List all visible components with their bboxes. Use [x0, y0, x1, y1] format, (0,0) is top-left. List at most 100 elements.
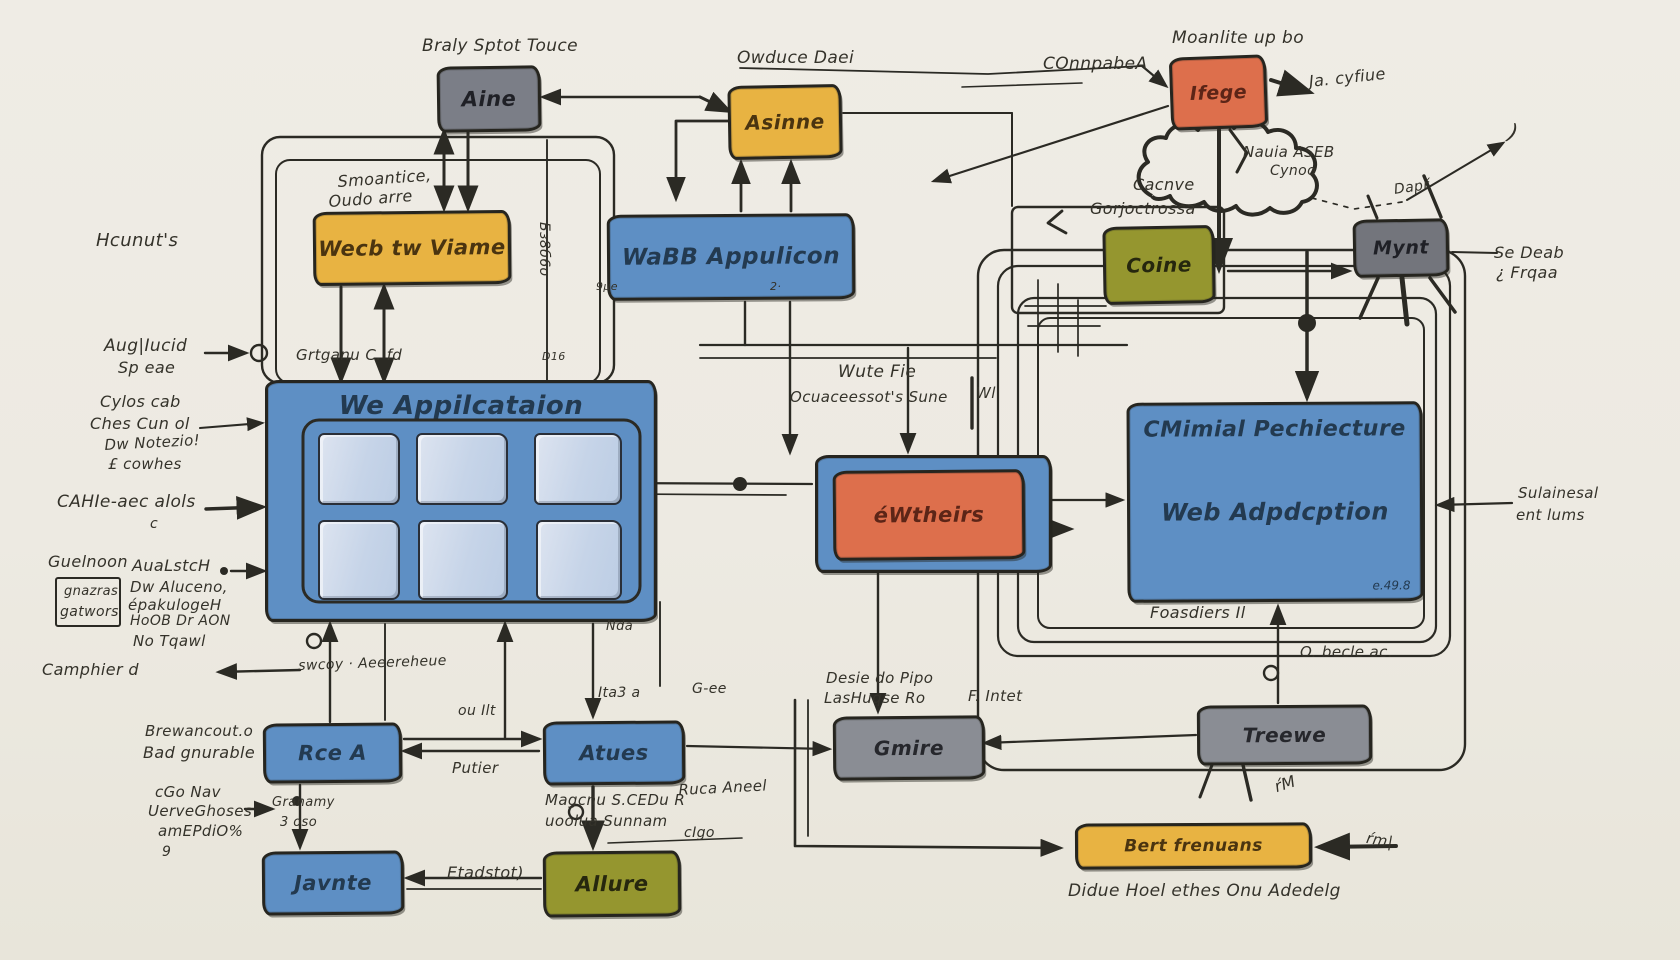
annotation-56: G-ee: [692, 681, 727, 697]
node-label-web-to-viame: Wecb tw Viame: [318, 235, 506, 261]
connector-59: [1241, 763, 1253, 802]
node-treewe: Treewe: [1196, 704, 1373, 766]
sketch-frame-8: [55, 577, 121, 627]
connector-15: [1269, 69, 1315, 97]
node-label2-chiminal: Web Adpdcption: [1161, 497, 1390, 527]
annotation-13: gnazras: [64, 584, 119, 599]
annotation-69: 2·: [770, 280, 782, 293]
connector-57: [1314, 832, 1398, 861]
annotation-6: Cylos cab: [100, 392, 181, 411]
annotation-23: cGo Nav: [155, 783, 221, 801]
connector-5: [698, 91, 734, 113]
annotation-35: Cynoo: [1270, 163, 1317, 179]
connector-19: [1399, 275, 1410, 327]
connector-14: [961, 82, 1083, 88]
knot-dot-0: [733, 477, 747, 491]
node-aine: Aine: [436, 65, 542, 133]
annotation-28: Бз8б6о: [536, 222, 552, 277]
connector-24: [1434, 496, 1514, 513]
module-cube-0: [318, 433, 400, 505]
annotation-45: ent lums: [1516, 506, 1585, 524]
annotation-52: ou Ilt: [458, 703, 496, 719]
node-web-to-viame: Wecb tw Viame: [312, 209, 512, 287]
node-label-we-application: We Appilcataion: [338, 391, 584, 421]
connector-37: [199, 417, 265, 432]
annotation-21: Brewancout.o: [145, 722, 254, 740]
connector-40: [215, 663, 302, 680]
annotation-49: LasHuqse Ro: [824, 689, 926, 707]
connector-72: [1311, 197, 1403, 210]
annotation-57: Granamy: [272, 795, 335, 810]
annotation-47: O. becle ac.: [1300, 643, 1393, 661]
annotation-27: Grtganu C. fd: [296, 346, 403, 364]
annotation-48: Desie do Pipo: [826, 669, 934, 687]
connector-12: [739, 65, 1143, 75]
connector-20: [1428, 276, 1457, 314]
annotation-53: Putier: [452, 759, 499, 777]
annotation-29: D16: [542, 350, 566, 363]
annotation-41: Wute Fie: [838, 362, 917, 382]
connector-61: [685, 740, 833, 757]
connector-70: [1046, 209, 1068, 235]
knot-dot-2: [292, 796, 302, 806]
annotation-51: Nda: [606, 619, 634, 634]
node-label-ewtheirs: éWtheirs: [873, 502, 985, 528]
node-gmire: Gmire: [832, 715, 986, 781]
annotation-37: Cacnve: [1133, 175, 1195, 194]
annotation-25: amEPdiO%: [158, 822, 244, 840]
node-javnte: Javnte: [261, 850, 405, 916]
annotation-14: gatwors: [60, 604, 119, 620]
annotation-40: ¿ Frqaa: [1496, 263, 1558, 282]
node-label-bert-frenuans: Bert frenuans: [1124, 835, 1263, 857]
annotation-30: Owduce Daei: [737, 48, 855, 68]
annotation-34: Nauia ASEB: [1243, 143, 1335, 161]
node-ewtheirs: éWtheirs: [832, 469, 1026, 561]
cloud-sketch: [1136, 117, 1319, 217]
annotation-39: Se Deab: [1494, 243, 1565, 262]
annotation-3: Hcunut's: [96, 230, 179, 251]
annotation-26: 9: [162, 844, 172, 860]
knot-dot-1: [1298, 314, 1316, 332]
annotation-19: No Tqawl: [133, 632, 206, 650]
annotation-12: Guelnoon: [48, 552, 128, 571]
node-label-treewe: Treewe: [1242, 722, 1327, 748]
annotation-24: UerveGhoses: [148, 802, 253, 820]
node-label-ifege: Ifege: [1189, 80, 1248, 105]
node-label-atues: Atues: [579, 740, 649, 766]
node-mynt: Mynt: [1352, 218, 1450, 278]
module-cube-4: [418, 520, 508, 600]
node-label-gmire: Gmire: [873, 735, 945, 761]
node-label-asinne: Asinne: [745, 109, 825, 135]
annotation-58: 3 oso: [280, 815, 318, 830]
annotation-20: Camphier d: [42, 660, 139, 679]
annotation-46: Foasdiers Il: [1150, 603, 1246, 622]
node-bert-frenuans: Bert frenuans: [1074, 822, 1313, 870]
node-corner-chiminal: e.49.8: [1372, 578, 1411, 593]
module-cube-2: [534, 433, 622, 505]
annotation-63: cIgo: [684, 825, 715, 841]
connector-11: [930, 104, 1170, 184]
annotation-31: COnnpabeA: [1043, 54, 1148, 74]
connector-58: [1198, 763, 1214, 799]
node-label-wabb-applicon: WaBB Appulicon: [621, 243, 841, 271]
node-allure: Allure: [542, 850, 682, 918]
annotation-22: Bad gnurable: [143, 743, 256, 762]
knot-dot-3: [1262, 664, 1280, 682]
node-label-mynt: Mynt: [1372, 236, 1430, 260]
node-label-rce-a: Rce A: [297, 740, 368, 766]
annotation-16: Dw Aluceno,: [130, 578, 228, 596]
node-label-aine: Aine: [461, 86, 517, 112]
annotation-68: 9µe: [596, 280, 618, 293]
connector-74: [1422, 174, 1443, 219]
knot-dot-6: [305, 632, 323, 650]
annotation-42: Ocuaceessot's Sune: [790, 388, 948, 406]
annotation-4: Aug|Iucid: [104, 336, 188, 356]
annotation-55: Ita3 a: [598, 685, 641, 701]
annotation-32: Moanlite up bo: [1172, 28, 1304, 48]
annotation-60: Magcnu S.CEDu R: [545, 791, 686, 809]
module-cube-3: [318, 520, 400, 600]
annotation-7: Ches Cun ol: [90, 414, 190, 433]
annotation-59: Etadstot): [447, 863, 524, 882]
